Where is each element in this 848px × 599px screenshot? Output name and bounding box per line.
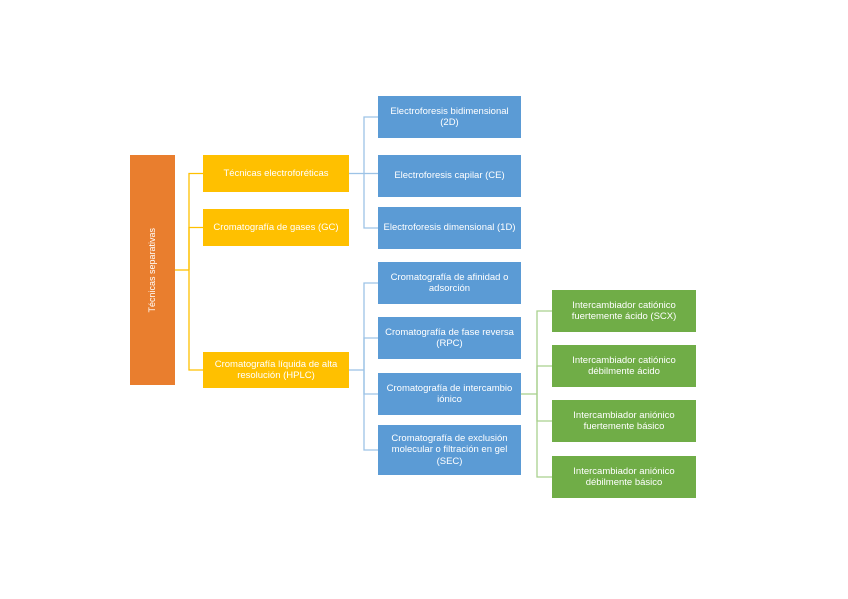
- edge-group-electroforeticas: [349, 116, 378, 229]
- node-intercambiador-cationico-debil[interactable]: Intercambiador catiónico débilmente ácid…: [552, 345, 696, 387]
- node-label: Técnicas electroforéticas: [223, 167, 329, 179]
- node-tecnicas-electroforeticas[interactable]: Técnicas electroforéticas: [203, 155, 349, 192]
- node-label: Intercambiador aniónico débilmente básic…: [573, 465, 675, 488]
- node-electroforesis-capilar-ce[interactable]: Electroforesis capilar (CE): [378, 155, 521, 197]
- node-electroforesis-bidimensional-2d[interactable]: Electroforesis bidimensional (2D): [378, 96, 521, 138]
- node-cromatografia-afinidad-adsorcion[interactable]: Cromatografía de afinidad o adsorción: [378, 262, 521, 304]
- node-cromatografia-de-gases[interactable]: Cromatografía de gases (GC): [203, 209, 349, 246]
- edge-ionico-to-wcx: [536, 365, 552, 394]
- node-label: Intercambiador catiónico fuertemente áci…: [571, 299, 677, 322]
- edge-group-hplc: [349, 282, 378, 451]
- edge-root-to-electroforeticas: [188, 172, 203, 270]
- node-intercambiador-anionico-fuerte[interactable]: Intercambiador aniónico fuertemente bási…: [552, 400, 696, 442]
- node-label: Electroforesis bidimensional (2D): [390, 105, 509, 128]
- node-label: Cromatografía de intercambio iónico: [386, 382, 513, 405]
- node-cromatografia-fase-reversa-rpc[interactable]: Cromatografía de fase reversa (RPC): [378, 317, 521, 359]
- node-tecnicas-separativas[interactable]: Técnicas separativas: [130, 155, 175, 385]
- edge-root-to-gc: [188, 226, 203, 270]
- edge-hplc-to-sec: [363, 370, 378, 451]
- edge-ef-to-1d: [363, 173, 378, 229]
- node-cromatografia-exclusion-molecular-sec[interactable]: Cromatografía de exclusión molecular o f…: [378, 425, 521, 475]
- edge-ef-to-2d: [363, 116, 378, 174]
- edge-hplc-to-rpc: [363, 337, 378, 370]
- node-intercambiador-anionico-debil[interactable]: Intercambiador aniónico débilmente básic…: [552, 456, 696, 498]
- node-label: Electroforesis capilar (CE): [394, 170, 505, 182]
- edge-ionico-to-scx: [536, 310, 552, 394]
- node-label: Cromatografía de fase reversa (RPC): [385, 326, 514, 349]
- edge-root-to-hplc: [188, 270, 203, 371]
- edge-group-root: [175, 172, 203, 371]
- edge-hplc-to-afinidad: [363, 282, 378, 370]
- node-label: Técnicas separativas: [147, 227, 158, 313]
- edge-ionico-to-sax: [536, 394, 552, 422]
- node-intercambiador-cationico-fuerte-scx[interactable]: Intercambiador catiónico fuertemente áci…: [552, 290, 696, 332]
- node-label: Electroforesis dimensional (1D): [383, 222, 516, 234]
- node-electroforesis-dimensional-1d[interactable]: Electroforesis dimensional (1D): [378, 207, 521, 249]
- edge-hplc-to-ionico: [363, 370, 378, 395]
- node-label: Intercambiador catiónico débilmente ácid…: [572, 354, 676, 377]
- node-label: Cromatografía de afinidad o adsorción: [390, 271, 509, 294]
- node-label: Intercambiador aniónico fuertemente bási…: [573, 409, 675, 432]
- node-label: Cromatografía líquida de alta resolución…: [214, 358, 338, 381]
- node-label: Cromatografía de exclusión molecular o f…: [391, 433, 508, 467]
- node-label: Cromatografía de gases (GC): [213, 221, 339, 233]
- node-cromatografia-liquida-hplc[interactable]: Cromatografía líquida de alta resolución…: [203, 352, 349, 388]
- node-cromatografia-intercambio-ionico[interactable]: Cromatografía de intercambio iónico: [378, 373, 521, 415]
- edge-ionico-to-wax: [536, 394, 552, 478]
- edge-group-ionico: [521, 310, 552, 478]
